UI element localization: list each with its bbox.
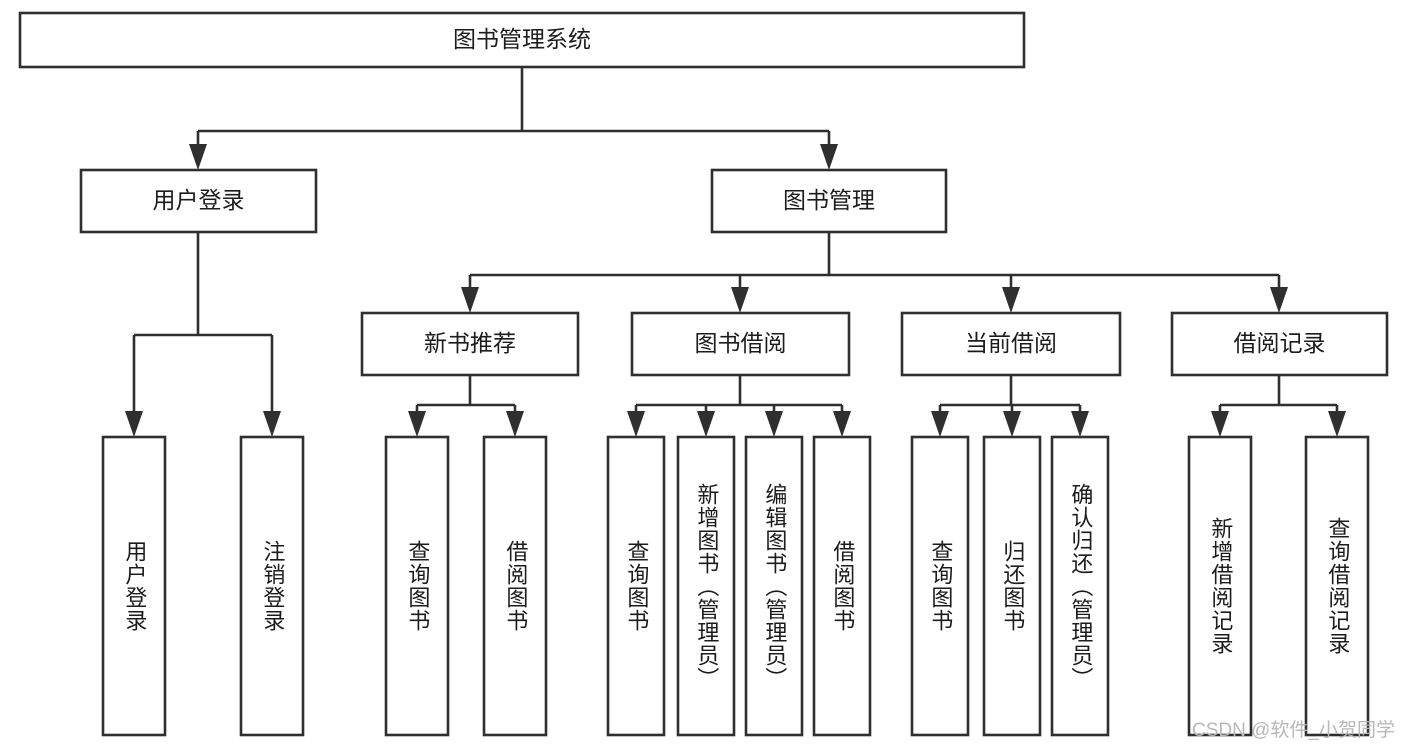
connector-user-login-to-leaves [125,232,281,437]
connector-root-to-level2 [189,67,838,170]
node-box-leaf-query-borrow-record[interactable] [1304,435,1370,737]
arrow-head-icon [506,411,524,437]
csdn-watermark: CSDN @软件_小贺同学 [1192,720,1395,741]
node-box-leaf-query-book-2[interactable] [606,435,666,737]
connector-new-book-recommend-to-leaves [408,375,524,437]
arrow-head-icon [1003,411,1021,437]
arrow-head-icon [263,411,281,437]
node-label-new-book-recommend: 新书推荐 [424,330,516,356]
arrow-head-icon [1328,411,1346,437]
arrow-head-icon [1071,411,1089,437]
node-box-leaf-query-book-3[interactable] [910,435,970,737]
node-box-layer [18,11,1389,737]
arrow-head-icon [765,411,783,437]
connector-borrow-records-to-leaves [1211,375,1346,437]
node-box-leaf-confirm-return-admin[interactable] [1050,435,1110,737]
arrow-head-icon [408,411,426,437]
node-box-leaf-borrow-book-2[interactable] [812,435,872,737]
node-box-leaf-return-book[interactable] [982,435,1042,737]
node-box-leaf-query-book-1[interactable] [384,435,450,737]
node-box-book-management[interactable] [710,168,948,234]
connector-current-borrow-to-leaves [931,375,1089,437]
node-label-current-borrow: 当前借阅 [965,330,1057,356]
node-label-book-borrow: 图书借阅 [695,330,787,356]
node-box-leaf-edit-book-admin[interactable] [744,435,804,737]
connector-layer [125,67,1346,437]
node-box-leaf-user-logout[interactable] [239,435,305,737]
node-box-book-borrow[interactable] [630,311,851,377]
arrow-head-icon [697,411,715,437]
node-box-leaf-add-book-admin[interactable] [676,435,736,737]
node-box-leaf-add-borrow-record[interactable] [1187,435,1253,737]
arrow-head-icon [931,411,949,437]
node-label-book-management: 图书管理 [783,187,875,213]
arrow-head-icon [1211,411,1229,437]
connector-book-management-to-level3 [461,232,1288,313]
node-box-current-borrow[interactable] [900,311,1122,377]
connector-book-borrow-to-leaves [627,375,851,437]
arrow-head-icon [189,144,207,170]
node-box-new-book-recommend[interactable] [360,311,580,377]
node-label-user-login: 用户登录 [153,187,245,213]
node-box-leaf-borrow-book-1[interactable] [482,435,548,737]
node-box-user-login[interactable] [79,168,318,234]
node-box-leaf-user-login[interactable] [101,435,167,737]
arrow-head-icon [627,411,645,437]
arrow-head-icon [731,287,749,313]
arrow-head-icon [461,287,479,313]
arrow-head-icon [125,411,143,437]
node-label-borrow-records: 借阅记录 [1234,330,1326,356]
node-label-root: 图书管理系统 [453,26,591,52]
node-box-root[interactable] [18,11,1026,69]
node-box-borrow-records[interactable] [1170,311,1389,377]
arrow-head-icon [820,144,838,170]
arrow-head-icon [1002,287,1020,313]
arrow-head-icon [833,411,851,437]
arrow-head-icon [1270,287,1288,313]
